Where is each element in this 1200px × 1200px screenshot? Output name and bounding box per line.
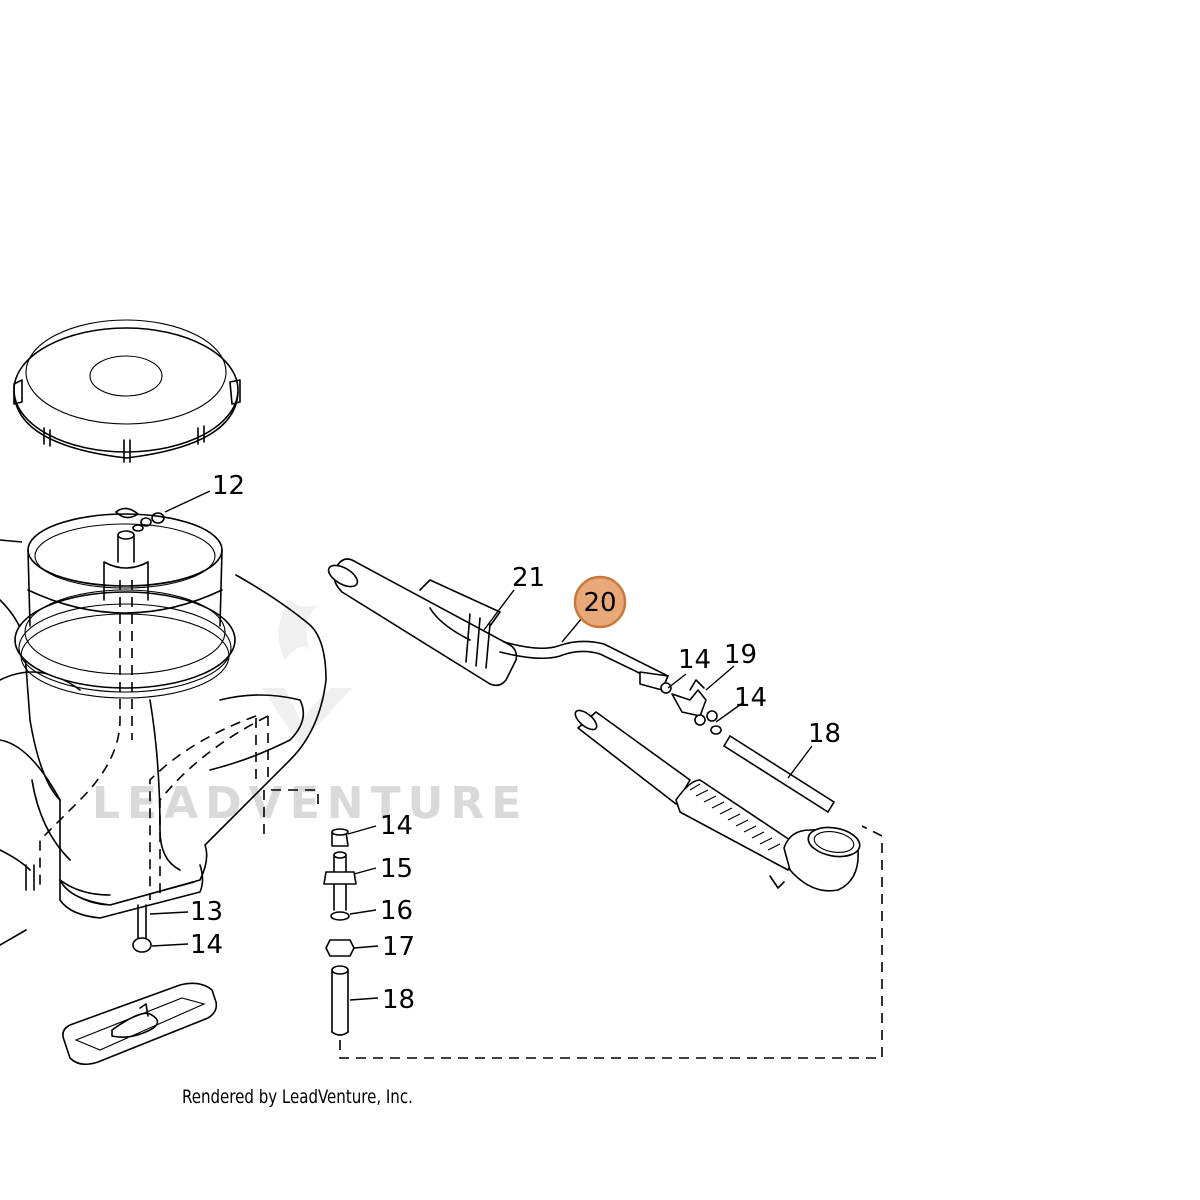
callout-14-mid: 14	[380, 811, 413, 841]
assembly-boundary	[263, 789, 319, 834]
credit-text: Rendered by LeadVenture, Inc.	[182, 1086, 413, 1108]
callout-18-right: 18	[808, 719, 841, 749]
callout-16: 16	[380, 896, 413, 926]
tube-part	[723, 735, 835, 813]
callout-15: 15	[380, 854, 413, 884]
callout-20-highlight[interactable]: 20	[573, 575, 627, 629]
tank-body-part	[0, 507, 327, 953]
callout-14-bottom: 14	[190, 930, 223, 960]
callout-12: 12	[212, 471, 245, 501]
callout-19: 19	[724, 640, 757, 670]
callout-14-top-left: 14	[678, 645, 711, 675]
leader-lines	[149, 490, 813, 1001]
callout-18-bottom: 18	[382, 985, 415, 1015]
watermark-logo	[262, 600, 352, 745]
corrugated-hose-part	[574, 709, 861, 892]
watermark-text: LEADVENTURE	[92, 778, 528, 829]
callout-21: 21	[512, 563, 545, 593]
hose-assembly-part	[327, 558, 669, 691]
callout-13: 13	[190, 897, 223, 927]
assembly-boundary-main	[339, 825, 883, 1059]
drain-plate-part	[62, 982, 218, 1066]
fitting-stack-parts	[323, 828, 357, 1036]
callout-14-top-right: 14	[734, 683, 767, 713]
callout-20: 20	[583, 588, 616, 618]
highlight-circle	[573, 575, 627, 629]
callout-17: 17	[382, 932, 415, 962]
valve-fitting-parts	[660, 679, 722, 735]
filter-cover-part	[13, 319, 241, 463]
